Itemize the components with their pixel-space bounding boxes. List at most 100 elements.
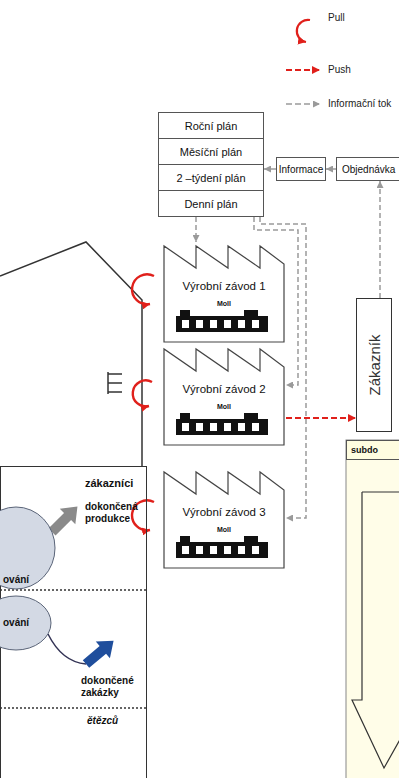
pull-sample	[297, 20, 310, 42]
factory-window	[224, 546, 231, 554]
factory-outline	[164, 472, 284, 568]
pull-arrow	[132, 274, 154, 304]
info-flow-arrow	[264, 168, 276, 170]
building-icon	[108, 382, 122, 384]
info-flow-arrow	[195, 217, 197, 242]
factory-icon	[180, 536, 190, 542]
order-box: Objednávka	[336, 157, 399, 181]
plan-row: 2 –týdení plán	[158, 164, 264, 191]
factory-icon	[244, 536, 258, 542]
info-flow-arrow	[379, 181, 381, 298]
factory-window	[252, 320, 259, 328]
plan-row: Denní plán	[158, 190, 264, 217]
plan-row: Měsíční plán	[158, 138, 264, 165]
legend-item: Pull	[284, 12, 399, 46]
factory-icon	[180, 310, 190, 316]
building-outline	[0, 242, 142, 466]
flow-label: dokončené zakázky	[81, 675, 145, 698]
factory-window	[196, 320, 203, 328]
factory-window	[252, 546, 259, 554]
plan-label: Roční plán	[185, 120, 238, 132]
factory-brand: Moll	[164, 403, 284, 410]
legend-sample	[284, 52, 324, 86]
info-flow-arrow	[326, 168, 336, 170]
push-arrow	[286, 417, 356, 419]
box-label: subdo	[351, 445, 378, 455]
factory: Výrobní závod 1 Moll	[158, 242, 286, 342]
process-circle: ování	[0, 595, 52, 651]
factory-window	[224, 320, 231, 328]
supply-panel: zákazníci dokončená produkce dokončené zak…	[0, 466, 147, 778]
dotted-separator	[0, 707, 146, 709]
factory-window	[196, 423, 203, 431]
factory-window	[182, 320, 189, 328]
box-label: Objednávka	[342, 164, 395, 175]
factory-icon	[176, 316, 268, 332]
factory-window	[182, 423, 189, 431]
factory-window	[238, 423, 245, 431]
box-label: Informace	[279, 164, 323, 175]
factory-window	[210, 320, 217, 328]
factory-shape	[158, 468, 286, 568]
flow-label: dokončená produkce	[85, 501, 147, 524]
panel-heading: ětězců	[87, 715, 118, 726]
building-icon	[108, 391, 122, 393]
legend-item: Push	[284, 52, 399, 86]
factory-icon	[244, 413, 258, 419]
factory-brand: Moll	[164, 300, 284, 307]
factory-label: Výrobní závod 1	[164, 280, 284, 292]
process-circle	[0, 596, 51, 650]
down-arrow-outline	[352, 492, 399, 768]
plan-row: Roční plán	[158, 112, 264, 139]
factory-window	[182, 546, 189, 554]
legend-label: Informační tok	[328, 98, 391, 109]
plan-label: Denní plán	[184, 198, 237, 210]
circle-label: ování	[3, 574, 29, 585]
factory-icon	[180, 413, 190, 419]
info-sample	[286, 103, 320, 105]
factory-shape	[158, 345, 286, 445]
side-panel	[346, 440, 399, 778]
factory-window	[210, 546, 217, 554]
factory-window	[224, 423, 231, 431]
dotted-separator	[0, 589, 146, 591]
flow-label: zákazníci	[85, 477, 133, 489]
circle-label: ování	[3, 617, 29, 628]
push-sample	[286, 69, 320, 71]
legend-sample	[284, 12, 324, 46]
plan-label: Měsíční plán	[180, 146, 242, 158]
legend-label: Pull	[328, 12, 345, 23]
info-box: Informace	[276, 157, 326, 181]
flow-curve	[48, 634, 86, 664]
factory-icon	[244, 310, 258, 316]
order-arrow	[79, 632, 121, 672]
building-icon	[108, 373, 122, 375]
factory-window	[238, 320, 245, 328]
customer-label: Zákazník	[366, 335, 383, 396]
order-arrow	[79, 632, 121, 672]
factory-shape	[158, 242, 286, 342]
pull-arrow	[133, 380, 152, 406]
plan-label: 2 –týdení plán	[176, 172, 245, 184]
factory-window	[252, 423, 259, 431]
factory-icon	[176, 419, 268, 435]
factory-label: Výrobní závod 2	[164, 383, 284, 395]
customer-box: Zákazník	[356, 298, 392, 432]
factory-window	[196, 546, 203, 554]
factory-outline	[164, 349, 284, 445]
factory-label: Výrobní závod 3	[164, 506, 284, 518]
subdo-box: subdo	[346, 440, 399, 460]
factory-icon	[176, 542, 268, 558]
factory-window	[238, 546, 245, 554]
process-circle	[0, 507, 55, 589]
factory-brand: Moll	[164, 526, 284, 533]
legend-label: Push	[328, 64, 351, 75]
factory: Výrobní závod 3 Moll	[158, 468, 286, 568]
legend-sample	[284, 86, 324, 120]
factory-outline	[164, 246, 284, 342]
legend-item: Informační tok	[284, 86, 399, 120]
factory: Výrobní závod 2 Moll	[158, 345, 286, 445]
factory-window	[210, 423, 217, 431]
process-circle: ování	[0, 506, 56, 590]
